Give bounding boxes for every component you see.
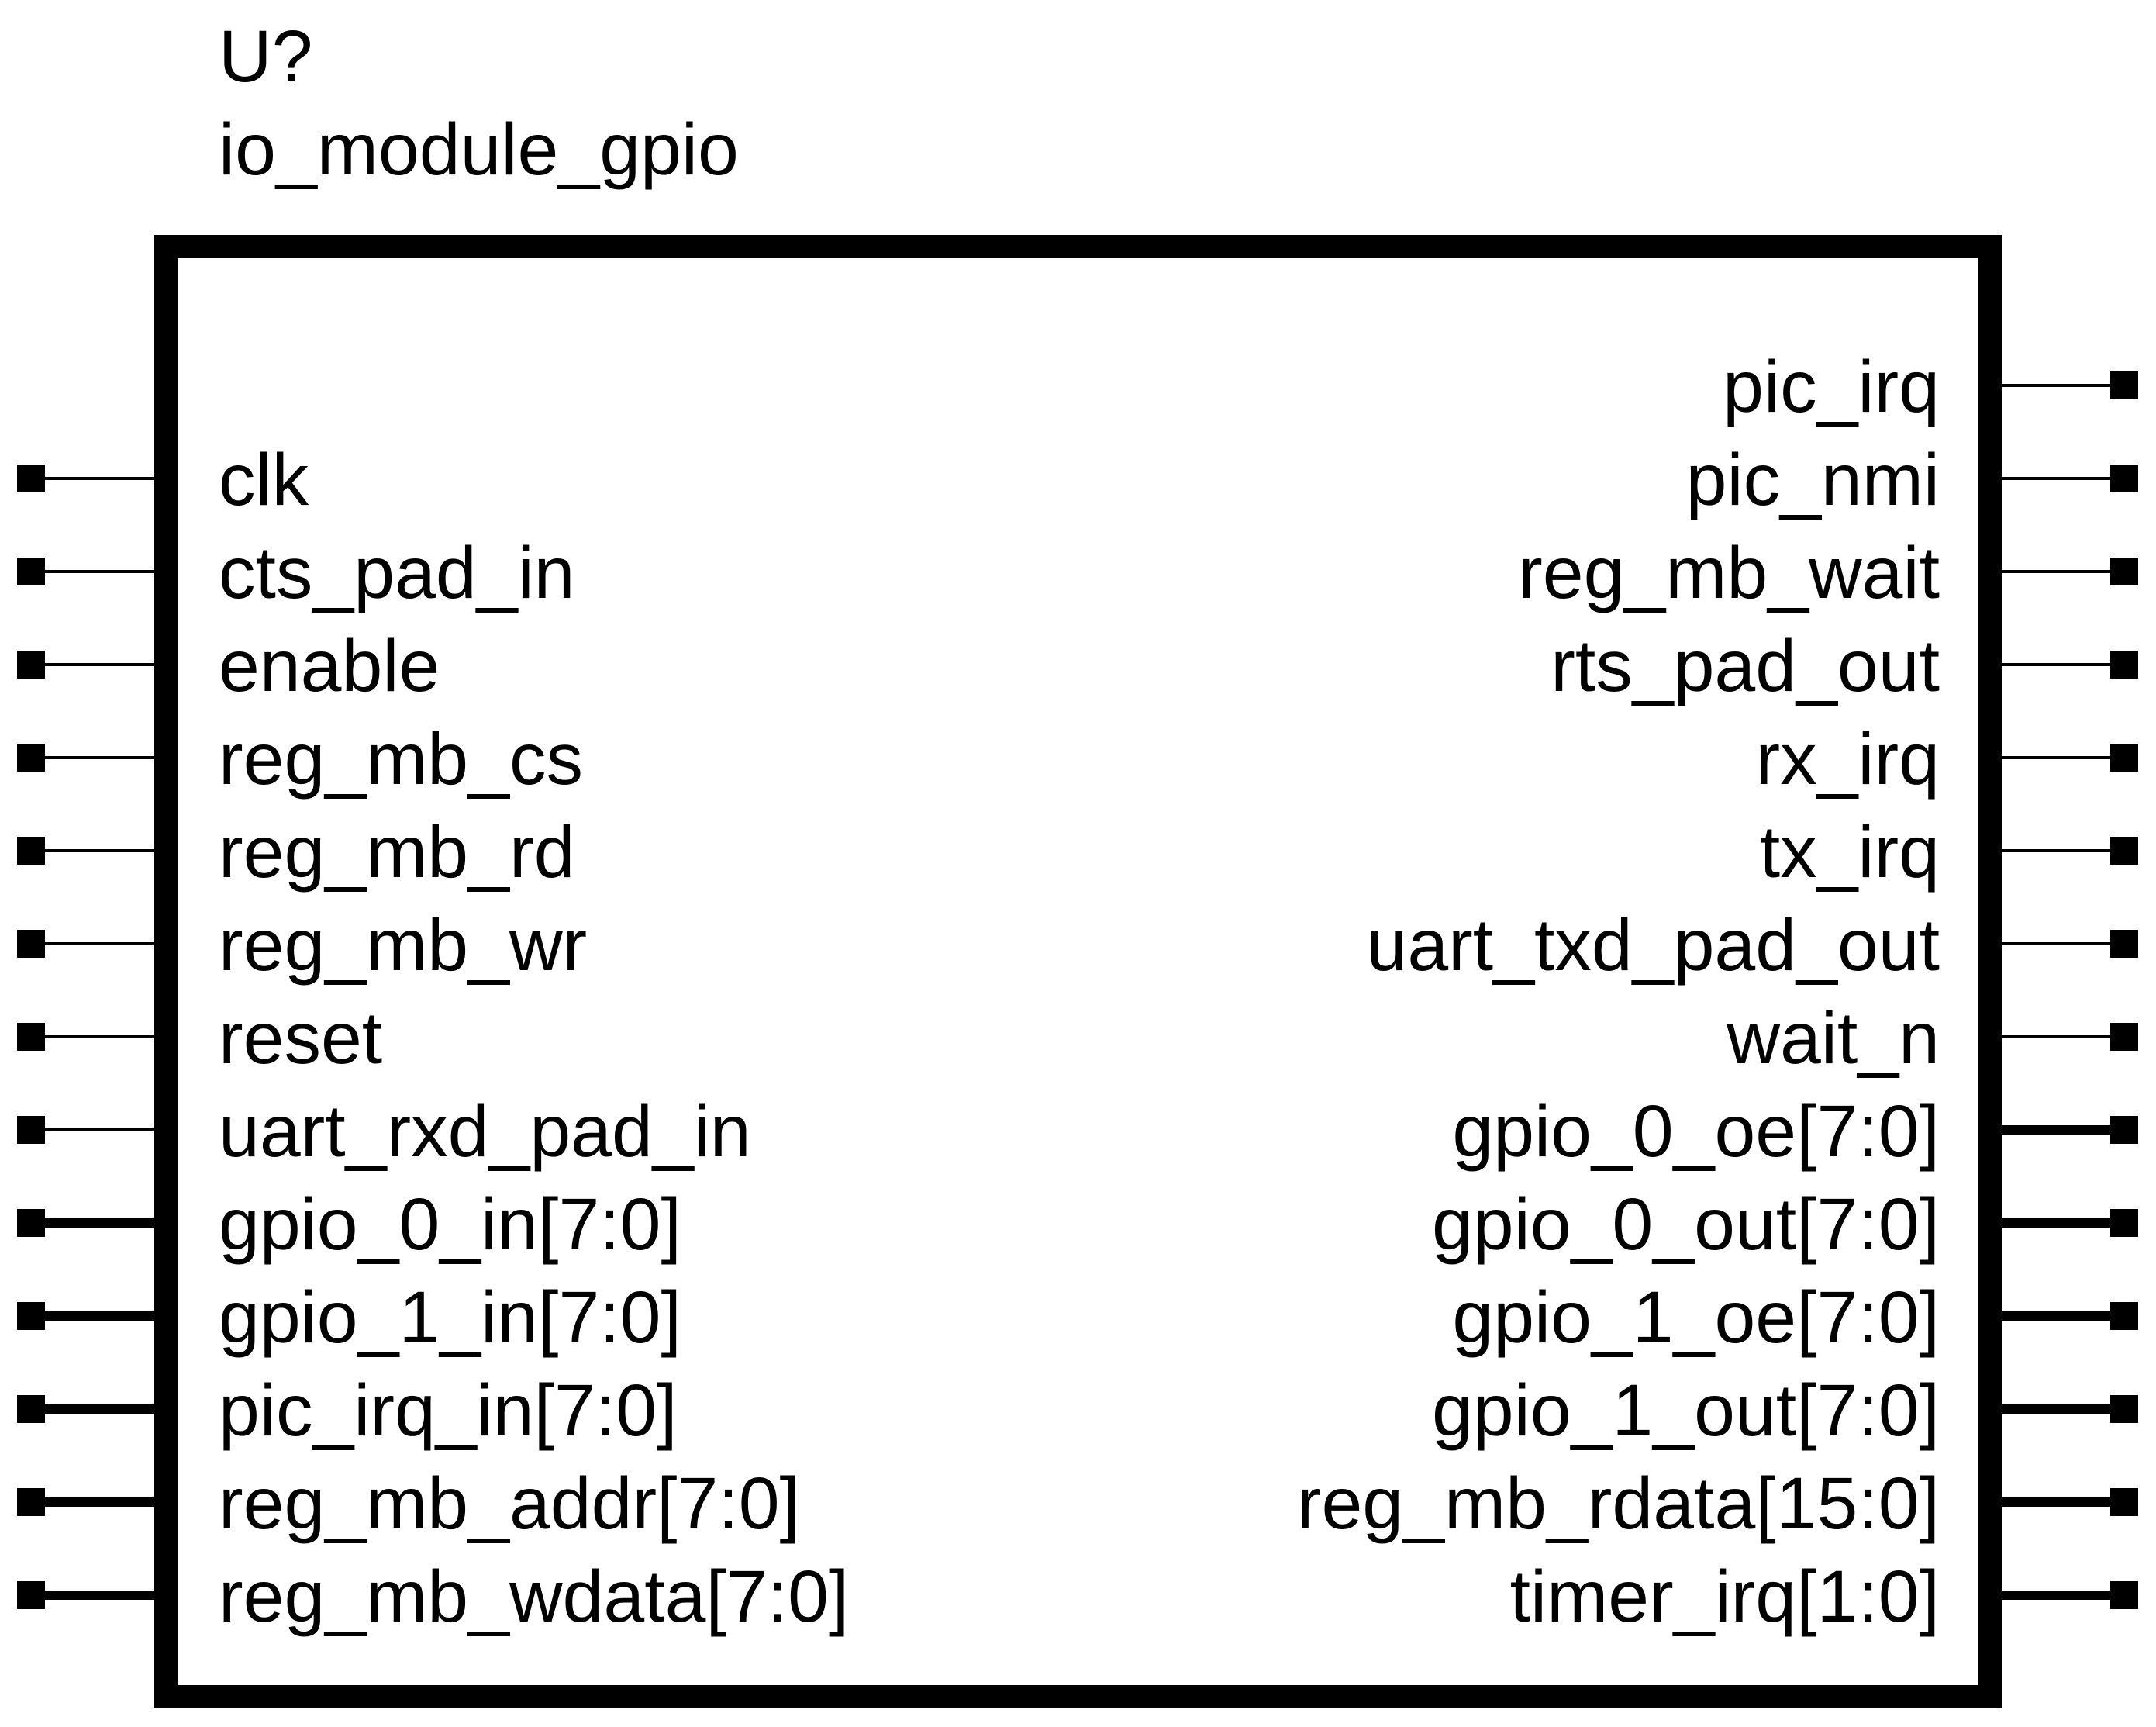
right-pin-terminal[interactable] — [2110, 744, 2138, 772]
right-pin-label: reg_mb_wait — [1518, 532, 1940, 614]
left-pin-label: reg_mb_rd — [219, 811, 574, 893]
right-pin-label: timer_irq[1:0] — [1510, 1556, 1940, 1638]
right-pin-terminal[interactable] — [2110, 930, 2138, 958]
right-pin-label: reg_mb_rdata[15:0] — [1297, 1463, 1940, 1545]
right-pin-terminal[interactable] — [2110, 1023, 2138, 1051]
left-pin-terminal[interactable] — [17, 1302, 45, 1330]
left-pin-terminal[interactable] — [17, 558, 45, 585]
left-pin-label: gpio_1_in[7:0] — [219, 1276, 681, 1359]
right-pin-terminal[interactable] — [2110, 465, 2138, 492]
component-reference: U? — [219, 16, 312, 98]
right-pin-group: pic_irq pic_nmi reg_mb_wait rts_pad_out rx_i… — [1297, 346, 2138, 1638]
left-pin-label: reg_mb_addr[7:0] — [219, 1463, 800, 1545]
left-pin-label: reset — [219, 997, 382, 1079]
right-pin-terminal[interactable] — [2110, 1209, 2138, 1237]
left-pin-terminal[interactable] — [17, 744, 45, 772]
left-pin-label: reg_mb_cs — [219, 718, 583, 800]
right-pin-label: rx_irq — [1755, 718, 1940, 800]
left-pin-label: reg_mb_wdata[7:0] — [219, 1556, 849, 1638]
left-pin-terminal[interactable] — [17, 1209, 45, 1237]
left-pin-terminal[interactable] — [17, 465, 45, 492]
right-pin-label: gpio_1_oe[7:0] — [1452, 1276, 1940, 1359]
left-pin-terminal[interactable] — [17, 651, 45, 679]
right-pin-terminal[interactable] — [2110, 1116, 2138, 1144]
right-pin-terminal[interactable] — [2110, 651, 2138, 679]
right-pin-label: gpio_0_out[7:0] — [1432, 1183, 1940, 1266]
right-pin-label: tx_irq — [1760, 811, 1940, 893]
left-pin-label: reg_mb_wr — [219, 904, 587, 986]
left-pin-terminal[interactable] — [17, 1023, 45, 1051]
right-pin-terminal[interactable] — [2110, 1488, 2138, 1516]
right-pin-label: wait_n — [1726, 997, 1940, 1079]
right-pin-terminal[interactable] — [2110, 837, 2138, 865]
left-pin-terminal[interactable] — [17, 1395, 45, 1423]
right-pin-terminal[interactable] — [2110, 1581, 2138, 1609]
left-pin-label: pic_irq_in[7:0] — [219, 1370, 677, 1452]
left-pin-label: uart_rxd_pad_in — [219, 1090, 751, 1173]
right-pin-terminal[interactable] — [2110, 1302, 2138, 1330]
component-body — [154, 235, 2002, 1708]
right-pin-label: gpio_0_oe[7:0] — [1452, 1090, 1940, 1173]
left-pin-terminal[interactable] — [17, 930, 45, 958]
right-pin-terminal[interactable] — [2110, 371, 2138, 399]
right-pin-label: pic_nmi — [1686, 439, 1940, 521]
right-pin-terminal[interactable] — [2110, 558, 2138, 585]
left-pin-label: enable — [219, 625, 440, 707]
component-name: io_module_gpio — [219, 109, 739, 191]
right-pin-label: pic_irq — [1723, 346, 1940, 428]
left-pin-label: clk — [219, 439, 309, 521]
right-pin-label: uart_txd_pad_out — [1367, 904, 1940, 986]
right-pin-terminal[interactable] — [2110, 1395, 2138, 1423]
right-pin-label: gpio_1_out[7:0] — [1432, 1370, 1940, 1452]
left-pin-terminal[interactable] — [17, 837, 45, 865]
left-pin-terminal[interactable] — [17, 1581, 45, 1609]
left-pin-label: cts_pad_in — [219, 532, 575, 614]
left-pin-terminal[interactable] — [17, 1116, 45, 1144]
left-pin-label: gpio_0_in[7:0] — [219, 1183, 681, 1266]
left-pin-terminal[interactable] — [17, 1488, 45, 1516]
right-pin-label: rts_pad_out — [1551, 625, 1940, 707]
